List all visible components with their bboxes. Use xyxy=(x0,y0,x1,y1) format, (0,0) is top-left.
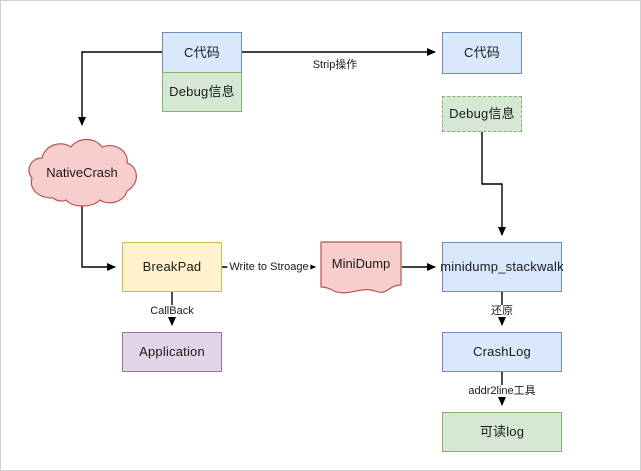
node-crash-log-label: CrashLog xyxy=(473,344,531,360)
node-source-debug-info[interactable]: Debug信息 xyxy=(162,72,242,112)
node-crash-log[interactable]: CrashLog xyxy=(442,332,562,372)
edge-label-addr2line: addr2line工具 xyxy=(466,384,538,398)
edge-source-to-nativecrash xyxy=(78,51,162,126)
node-application-label: Application xyxy=(139,344,205,360)
node-minidump-stackwalk-label: minidump_stackwalk xyxy=(440,259,564,275)
node-source-c-code[interactable]: C代码 xyxy=(162,32,242,72)
node-stripped-debug-info-label: Debug信息 xyxy=(449,106,515,122)
node-minidump[interactable]: MiniDump xyxy=(320,241,402,294)
node-source-debug-info-label: Debug信息 xyxy=(169,84,235,100)
node-breakpad[interactable]: BreakPad xyxy=(122,242,222,292)
node-breakpad-label: BreakPad xyxy=(142,259,202,275)
node-readable-log[interactable]: 可读log xyxy=(442,412,562,452)
node-minidump-stackwalk[interactable]: minidump_stackwalk xyxy=(440,242,564,292)
node-native-crash-label: NativeCrash xyxy=(46,164,118,180)
edge-label-strip: Strip操作 xyxy=(310,58,360,72)
edge-nativecrash-to-breakpad xyxy=(81,206,116,271)
edge-debuginfo-to-stackwalk xyxy=(481,132,506,236)
node-stripped-c-code[interactable]: C代码 xyxy=(442,32,522,74)
node-readable-log-label: 可读log xyxy=(479,424,525,440)
document-shape xyxy=(320,241,402,294)
node-application[interactable]: Application xyxy=(122,332,222,372)
edge-label-callback: CallBack xyxy=(148,304,196,318)
node-source-c-code-label: C代码 xyxy=(184,44,220,60)
node-stripped-debug-info[interactable]: Debug信息 xyxy=(442,96,522,132)
cloud-shape xyxy=(28,138,137,207)
edge-label-restore: 还原 xyxy=(489,304,515,318)
node-native-crash[interactable]: NativeCrash xyxy=(23,136,141,208)
node-minidump-label: MiniDump xyxy=(331,255,391,271)
edge-label-write-to-storage: Write to Stroage xyxy=(227,260,311,274)
node-stripped-c-code-label: C代码 xyxy=(464,45,500,61)
